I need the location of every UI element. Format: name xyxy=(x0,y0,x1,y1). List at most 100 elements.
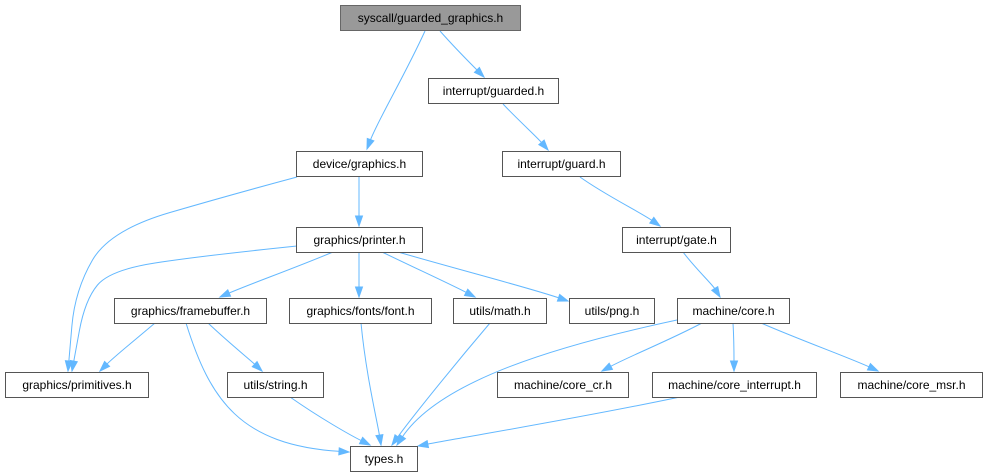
edge-interrupt-guard-to-interrupt-gate xyxy=(579,176,662,227)
edge-machine-core-to-machine-core-interrupt xyxy=(729,322,739,373)
node-machine-core-msr[interactable]: machine/core_msr.h xyxy=(840,372,983,398)
node-box xyxy=(5,372,149,398)
node-label: utils/png.h xyxy=(585,304,640,318)
edge-arrowhead xyxy=(729,360,739,373)
edge-line xyxy=(682,251,716,290)
node-graphics-printer[interactable]: graphics/printer.h xyxy=(296,227,423,253)
edge-machine-core-to-types xyxy=(396,319,678,447)
node-label: graphics/printer.h xyxy=(313,233,405,247)
node-interrupt-guarded[interactable]: interrupt/guarded.h xyxy=(428,78,559,104)
node-box xyxy=(296,227,423,253)
edge-graphics-printer-to-utils-png xyxy=(397,251,570,302)
edge-line xyxy=(289,396,363,442)
node-label: device/graphics.h xyxy=(313,157,406,171)
edge-graphics-printer-to-graphics-fonts-font xyxy=(354,252,364,299)
node-box xyxy=(497,372,629,398)
edge-line xyxy=(397,251,560,299)
edge-line xyxy=(760,322,871,368)
node-box xyxy=(652,372,817,398)
edge-line xyxy=(207,322,256,366)
edge-arrowhead xyxy=(710,285,721,299)
node-label: interrupt/gate.h xyxy=(636,233,717,247)
node-label: machine/core.h xyxy=(692,304,774,318)
edge-line xyxy=(502,103,543,144)
edge-line xyxy=(185,322,341,452)
edge-device-graphics-to-graphics-primitives xyxy=(64,176,298,373)
edge-arrowhead xyxy=(251,360,264,373)
node-label: machine/core_interrupt.h xyxy=(668,378,801,392)
edge-device-graphics-to-graphics-printer xyxy=(354,177,364,228)
node-machine-core-cr[interactable]: machine/core_cr.h xyxy=(497,372,629,398)
node-graphics-fonts-font[interactable]: graphics/fonts/font.h xyxy=(289,298,432,324)
edge-arrowhead xyxy=(556,293,570,302)
node-box xyxy=(227,372,324,398)
edge-arrowhead xyxy=(416,439,430,449)
edge-arrowhead xyxy=(366,137,375,151)
node-device-graphics[interactable]: device/graphics.h xyxy=(296,151,423,177)
node-label: graphics/primitives.h xyxy=(22,378,131,392)
edge-arrowhead xyxy=(600,362,614,372)
edge-arrowhead xyxy=(473,66,486,79)
edge-machine-core-to-machine-core-cr xyxy=(600,322,703,372)
node-interrupt-gate[interactable]: interrupt/gate.h xyxy=(622,227,731,253)
edge-utils-math-to-types xyxy=(391,322,491,447)
edge-line xyxy=(68,176,298,363)
edge-arrowhead xyxy=(98,360,111,373)
edge-arrowhead xyxy=(866,362,880,372)
edge-line xyxy=(401,319,678,438)
edge-syscall-guarded-graphics-to-device-graphics xyxy=(366,30,426,151)
edge-arrowhead xyxy=(537,139,549,152)
nodes-layer: syscall/guarded_graphics.hinterrupt/guar… xyxy=(5,5,983,472)
node-machine-core[interactable]: machine/core.h xyxy=(677,298,790,324)
edge-line xyxy=(360,322,381,437)
edge-line xyxy=(579,176,653,222)
node-label: types.h xyxy=(365,452,404,466)
edge-line xyxy=(73,245,298,363)
node-machine-core-interrupt[interactable]: machine/core_interrupt.h xyxy=(652,372,817,398)
edge-machine-core-interrupt-to-types xyxy=(416,396,681,449)
node-box xyxy=(296,151,423,177)
edge-line xyxy=(228,251,334,294)
edge-arrowhead xyxy=(354,286,364,299)
edge-arrowhead xyxy=(338,447,351,456)
edge-line xyxy=(396,322,491,438)
node-box xyxy=(350,446,418,472)
node-utils-math[interactable]: utils/math.h xyxy=(453,298,547,324)
edge-arrowhead xyxy=(648,216,662,227)
node-utils-png[interactable]: utils/png.h xyxy=(569,298,655,324)
node-label: utils/string.h xyxy=(243,378,307,392)
node-box xyxy=(428,78,559,104)
edge-line xyxy=(106,322,156,365)
node-box xyxy=(453,298,547,324)
edge-syscall-guarded-graphics-to-interrupt-guarded xyxy=(439,30,486,79)
node-box xyxy=(677,298,790,324)
edge-utils-string-to-types xyxy=(289,396,372,446)
node-box xyxy=(114,298,267,324)
node-label: machine/core_msr.h xyxy=(857,378,965,392)
edge-arrowhead xyxy=(354,215,364,228)
edge-arrowhead xyxy=(463,288,477,298)
edge-line xyxy=(609,322,703,368)
edge-line xyxy=(426,396,681,445)
edge-arrowhead xyxy=(396,433,407,447)
node-label: machine/core_cr.h xyxy=(514,378,612,392)
node-graphics-framebuffer[interactable]: graphics/framebuffer.h xyxy=(114,298,267,324)
node-interrupt-guard[interactable]: interrupt/guard.h xyxy=(502,151,621,177)
edge-graphics-fonts-font-to-types xyxy=(360,322,384,447)
node-box xyxy=(502,151,621,177)
edge-line xyxy=(439,30,478,71)
edge-graphics-printer-to-utils-math xyxy=(381,251,477,298)
edges-layer xyxy=(64,30,880,456)
node-box xyxy=(569,298,655,324)
node-utils-string[interactable]: utils/string.h xyxy=(227,372,324,398)
edge-machine-core-to-machine-core-msr xyxy=(760,322,880,372)
node-label: utils/math.h xyxy=(469,304,530,318)
node-box xyxy=(289,298,432,324)
edge-line xyxy=(732,322,735,363)
node-types[interactable]: types.h xyxy=(350,446,418,472)
edge-arrowhead xyxy=(358,436,372,446)
node-box xyxy=(622,227,731,253)
node-box xyxy=(840,372,983,398)
node-graphics-primitives[interactable]: graphics/primitives.h xyxy=(5,372,149,398)
